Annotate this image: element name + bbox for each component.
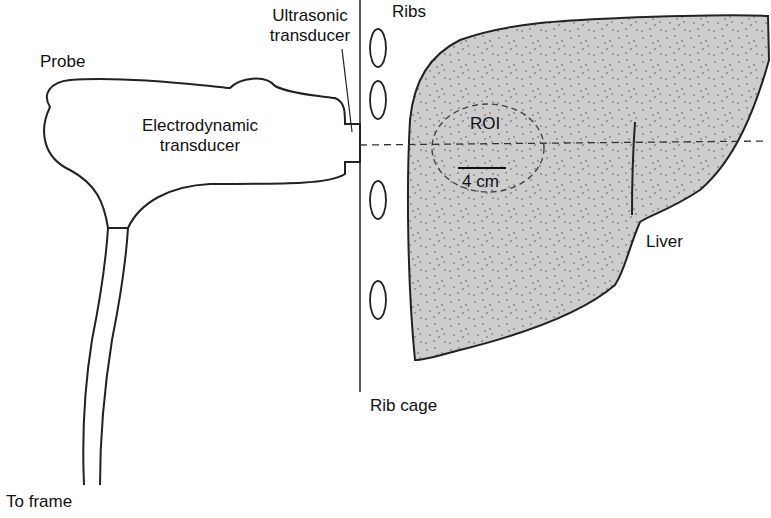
dimension-label: 4 cm xyxy=(462,172,499,192)
part-label: Rib cage xyxy=(370,396,437,416)
ultrasound-beam-line xyxy=(360,141,768,145)
spacer xyxy=(352,20,366,30)
part-label: To frame xyxy=(6,492,72,512)
node-text: ROI xyxy=(470,114,500,134)
scale-bar xyxy=(458,167,506,169)
probe-cable xyxy=(83,228,108,485)
liver-outline-shape xyxy=(400,10,771,380)
node-text: Electrodynamic transducer xyxy=(135,116,265,155)
node-text: Liver xyxy=(646,232,683,252)
rib-symbols xyxy=(370,29,386,319)
liver-outline: Liver ROI xyxy=(400,10,771,380)
part-label: Probe xyxy=(40,52,85,72)
leader-line xyxy=(342,49,352,132)
part-label: Ribs xyxy=(392,2,426,22)
rib-cage-line xyxy=(359,0,361,392)
probe-body: Electrodynamic transducer xyxy=(30,72,365,232)
part-label: Ultrasonic transducer xyxy=(262,6,358,45)
